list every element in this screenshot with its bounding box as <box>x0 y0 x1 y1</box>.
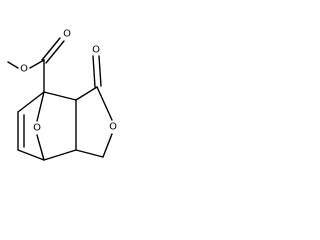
atom-label-bridge-oxygen: O <box>33 123 41 134</box>
bond-o-carbonyl <box>29 59 45 69</box>
atom-label-ester-carbonyl-oxygen: O <box>63 29 71 40</box>
bond-carbonyl-double-outer <box>41 37 61 61</box>
atom-label-lactone-carbonyl-oxygen: O <box>92 45 100 56</box>
bond-top-bridgehead-oxygen <box>36 91 45 122</box>
bond-carbonyl-double-inner <box>45 40 65 64</box>
bond-top-bridgehead-ring-carbon <box>43 91 77 101</box>
bond-fusion-lactone-carbonyl <box>75 86 98 101</box>
chemical-structure: O O O O O <box>0 0 148 188</box>
bond-lactone-carbonyl-double-inner <box>98 55 102 87</box>
bond-oxygen-bottom-bridgehead <box>36 134 45 161</box>
bond-lactone-carbonyl-ring-oxygen <box>96 86 113 121</box>
bond-bottom-bridgehead-ring-carbon <box>43 149 77 161</box>
bond-lactone-carbonyl-double-outer <box>92 55 96 88</box>
bond-methyl-o <box>7 61 19 69</box>
atom-label-ester-oxygen: O <box>20 64 28 75</box>
atom-label-lactone-ring-oxygen: O <box>109 122 117 133</box>
bond-ch2-fusion <box>75 149 104 158</box>
bond-alkene-bottom-bridgehead <box>17 149 45 161</box>
bond-ring-oxygen-ch2 <box>102 133 113 158</box>
bond-bridgehead-top-alkene <box>17 91 45 113</box>
background <box>0 0 148 188</box>
